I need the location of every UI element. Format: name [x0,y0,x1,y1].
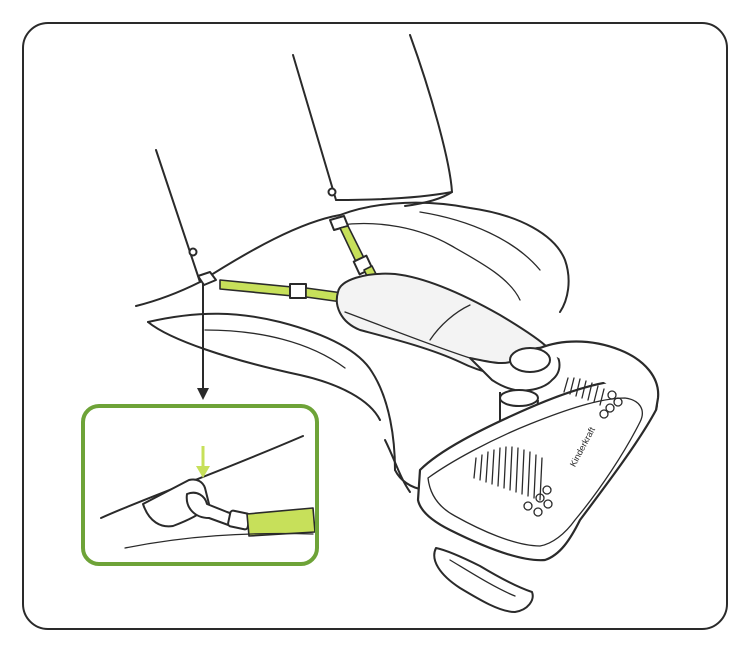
green-arrow-head [196,466,210,478]
inset-detail-panel [81,404,319,566]
seat-seam-3 [419,211,541,271]
tray-arm-knob [509,347,551,373]
tray-post-collar [499,389,539,407]
seat-cushion-side [147,321,381,421]
anchor-point-right [327,187,337,197]
anchor-point-left [188,247,198,257]
tray-inner-edge [427,397,643,547]
strap-buckle-left [289,283,307,299]
inset-strap-edge [124,532,314,549]
pointer-arrow-head [197,388,209,400]
tray-buttons-top [599,390,623,419]
seat-cushion-front [147,312,396,471]
seat-back-edge [335,191,453,201]
anchor-clip-left [197,271,217,286]
tray-back-lip [539,340,660,411]
tether-strap-illustration [246,507,315,537]
tether-strap-left [219,279,294,297]
tray-vent-top [563,377,605,406]
seat-tray-illustration [416,378,658,562]
tray-buttons-bottom [523,485,553,517]
seat-seam-2 [339,222,521,301]
booster-pad-seam [429,304,471,341]
seat-back-outline [155,34,453,283]
anchor-hook-detail [100,435,315,549]
tray-base-foot-inner [449,559,516,597]
seat-cushion-top [135,201,570,313]
inset-hook [185,491,236,527]
booster-pad-edge [344,311,471,359]
tray-vent-bottom [473,446,543,501]
seat-seam-1 [204,329,346,369]
